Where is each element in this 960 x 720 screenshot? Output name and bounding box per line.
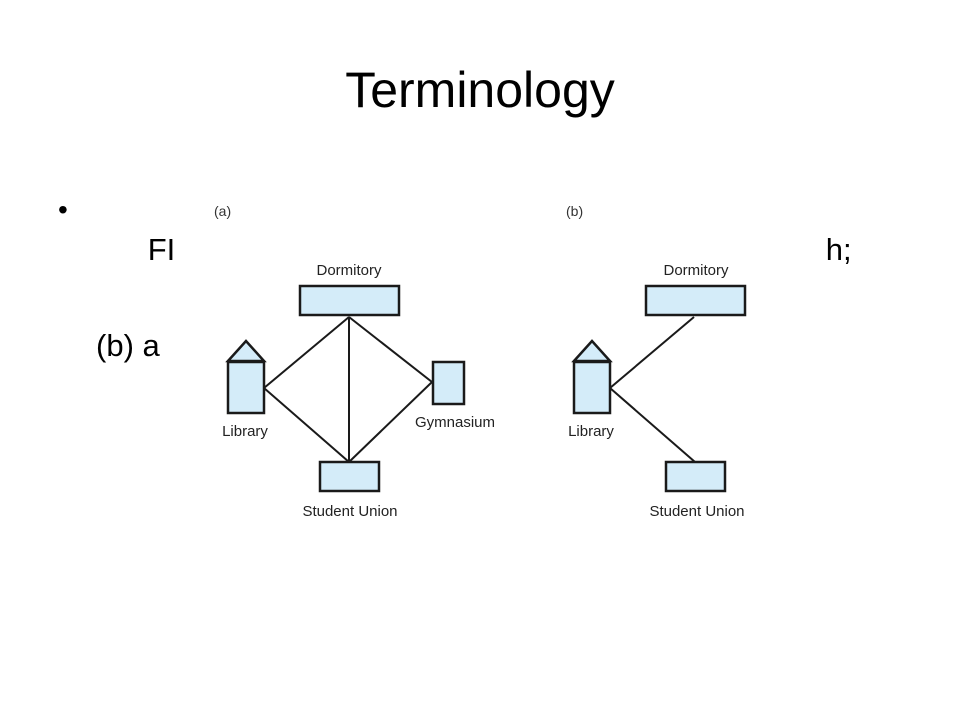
node-library-roof [225, 339, 267, 363]
edge-dormitory-gymnasium [348, 316, 433, 383]
panel-b: (b) Dormitory Library Student Union [566, 203, 747, 520]
panel-a: (a) Dormitory Library Gymnasium [214, 203, 495, 520]
edge-b-library-student-union [609, 387, 696, 463]
edge-library-student-union [263, 387, 350, 463]
node-library-label: Library [222, 423, 268, 440]
node-gymnasium-label: Gymnasium [415, 414, 495, 431]
node-gymnasium [431, 360, 466, 406]
node-b-dormitory [644, 284, 747, 317]
edge-gymnasium-student-union [348, 381, 433, 463]
panel-a-label: (a) [214, 203, 231, 219]
node-b-library-roof [571, 339, 613, 363]
campus-graph-figure: (a) Dormitory Library Gymnasium [174, 190, 774, 530]
edge-b-dormitory-library [609, 316, 695, 389]
node-student-union [318, 460, 381, 493]
node-b-dormitory-label: Dormitory [663, 262, 729, 279]
node-student-union-label: Student Union [302, 503, 397, 520]
node-b-student-union [664, 460, 727, 493]
node-b-library-label: Library [568, 423, 614, 440]
edge-dormitory-library [263, 316, 350, 389]
node-b-student-union-label: Student Union [649, 503, 744, 520]
node-dormitory [298, 284, 401, 317]
bullet-marker: • [58, 194, 68, 225]
node-library [226, 360, 266, 415]
node-b-library [572, 360, 612, 415]
slide-title: Terminology [345, 62, 615, 118]
bullet-line-2: (b) a [96, 328, 160, 363]
node-dormitory-label: Dormitory [316, 262, 382, 279]
campus-graph-svg: (a) Dormitory Library Gymnasium [214, 203, 747, 520]
bullet-line-1-end: h; [825, 232, 852, 267]
panel-b-label: (b) [566, 203, 583, 219]
